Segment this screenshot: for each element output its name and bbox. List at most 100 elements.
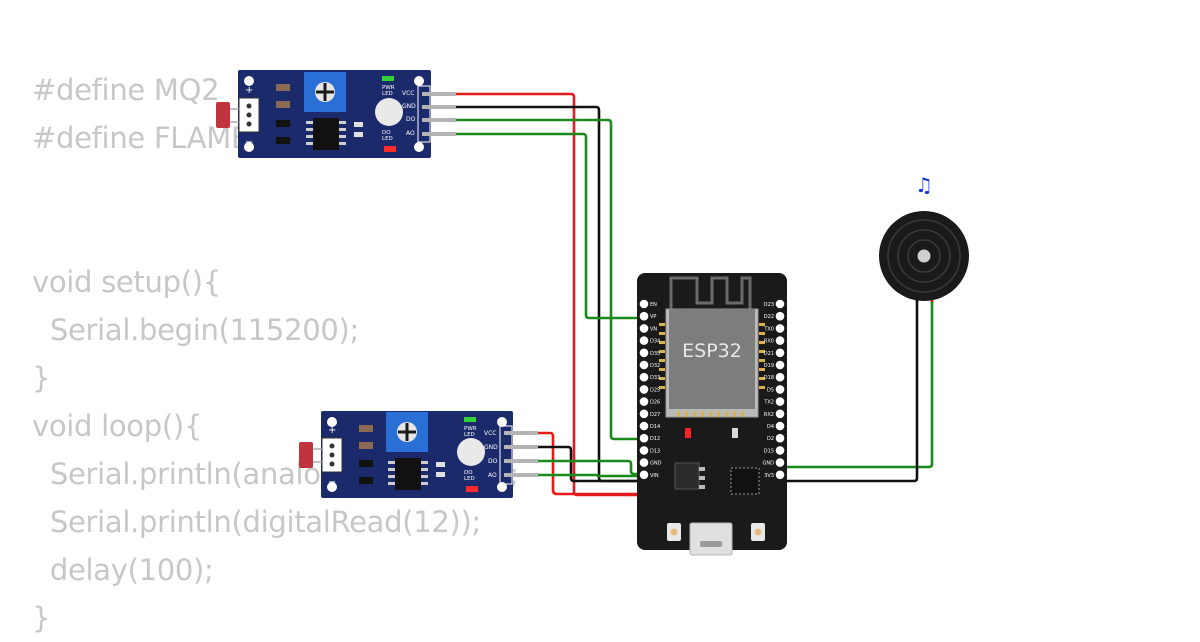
esp32-pin-label: D2 (767, 436, 774, 442)
esp32-pin-left-d34[interactable] (639, 336, 649, 345)
esp32-pin-left-d26[interactable] (639, 397, 649, 406)
left-pin-header: ENVPVND34D35D32D33D25D26D27D14D12D13GNDV… (639, 299, 662, 480)
esp32-pin-label: 3V3 (764, 473, 774, 479)
esp32-pin-left-en[interactable] (639, 299, 649, 309)
esp32-pin-label: D32 (650, 363, 660, 369)
header-pin-vcc[interactable] (504, 431, 538, 435)
code-line: } (32, 601, 51, 635)
pwr-led (382, 76, 394, 81)
esp32-pin-left-vp[interactable] (639, 311, 649, 321)
wire-bottom-do[interactable] (538, 459, 644, 476)
esp32-pin-left-d12[interactable] (639, 433, 649, 443)
esp32-pin-label: D26 (650, 400, 660, 406)
right-pin-header: D23D22TX0RX0D21D19D18D5TX2RX2D4D2D15GND3… (763, 299, 785, 480)
pin-label-do: DO (406, 116, 416, 123)
music-note-icon: ♫ (915, 173, 933, 197)
esp32-pin-label: D34 (650, 339, 660, 345)
esp32-pin-left-vn[interactable] (639, 324, 649, 333)
minus-label: − (245, 137, 253, 148)
header-pin-ao[interactable] (504, 473, 538, 477)
esp32-pin-label: RX0 (764, 339, 774, 345)
wire-buzzer-gnd[interactable] (780, 300, 919, 483)
header-pin-do[interactable] (422, 118, 456, 122)
esp32-pin-right-gnd[interactable] (775, 458, 785, 467)
esp32-pin-right-tx0[interactable] (775, 324, 785, 333)
antenna-trace (669, 276, 752, 313)
esp32-pin-right-rx2[interactable] (775, 409, 785, 419)
esp32-pin-label: D25 (650, 387, 660, 393)
esp32-pin-right-d4[interactable] (775, 421, 785, 431)
esp32-pin-right-d15[interactable] (775, 446, 785, 455)
esp32-pin-left-d27[interactable] (639, 409, 649, 419)
esp32-pin-left-d33[interactable] (639, 372, 649, 382)
esp32-pin-right-d23[interactable] (775, 299, 785, 309)
esp32-pin-left-d14[interactable] (639, 421, 649, 431)
esp32-pin-label: TX0 (763, 326, 774, 332)
esp32-pin-left-d13[interactable] (639, 446, 649, 455)
esp32-pin-label: D35 (650, 351, 660, 357)
plus-label: + (328, 425, 336, 436)
esp32-pin-left-d25[interactable] (639, 385, 649, 394)
esp32-pin-label: D13 (650, 448, 660, 454)
esp32-pin-right-d21[interactable] (775, 348, 785, 358)
esp32-pin-label: D19 (764, 363, 774, 369)
header-pin-ao[interactable] (422, 132, 456, 136)
plus-label: + (245, 85, 253, 96)
usb-uart-chip (730, 467, 760, 495)
code-line: } (32, 361, 51, 395)
esp32-pin-right-tx2[interactable] (775, 397, 785, 406)
pin-label-vcc: VCC (402, 90, 414, 97)
pin-label-ao: AO (406, 130, 415, 137)
header-pin-do[interactable] (504, 459, 538, 463)
pin-label-gnd: GND (402, 103, 416, 110)
wire-bottom-vcc[interactable] (538, 431, 644, 496)
esp32-pin-left-gnd[interactable] (639, 458, 649, 467)
esp32-pin-right-d2[interactable] (775, 433, 785, 443)
esp32-pin-label: D21 (764, 351, 774, 357)
esp32-pin-right-3v3[interactable] (775, 470, 785, 480)
code-line: Serial.begin(115200); (32, 313, 360, 347)
photodiode (216, 102, 230, 128)
header-pin-gnd[interactable] (422, 105, 456, 109)
esp32-pin-right-d5[interactable] (775, 385, 785, 394)
code-line: #define MQ2 (32, 73, 220, 107)
esp32-pin-left-vin[interactable] (639, 470, 649, 480)
pin-label-vcc: VCC (484, 430, 496, 437)
esp32-pin-left-d35[interactable] (639, 348, 649, 358)
esp32-pin-label: VP (650, 314, 656, 320)
esp32-pin-right-rx0[interactable] (775, 336, 785, 345)
code-line: Serial.println(digitalRead(12)); (32, 505, 482, 539)
esp32-pin-right-d19[interactable] (775, 360, 785, 370)
esp32-pin-left-d32[interactable] (639, 360, 649, 370)
esp32-pin-right-d22[interactable] (775, 311, 785, 321)
header-pin-vcc[interactable] (422, 92, 456, 96)
esp32-pin-label: RX2 (764, 412, 774, 418)
esp32-pin-label: TX2 (763, 400, 774, 406)
piezo-buzzer[interactable]: ♫ (879, 173, 969, 302)
esp32-pin-label: D5 (767, 387, 774, 393)
pwr-led (464, 417, 476, 422)
esp32-pin-label: GND (650, 461, 662, 467)
esp32-pin-label: D14 (650, 424, 660, 430)
code-line: delay(100); (32, 553, 214, 587)
header-pin-gnd[interactable] (504, 445, 538, 449)
esp32-pin-label: D4 (767, 424, 774, 430)
wire-buzzer-signal[interactable] (780, 300, 934, 469)
esp32-pin-right-d18[interactable] (775, 372, 785, 382)
wire-top-ao[interactable] (455, 132, 644, 320)
wire-bottom-gnd[interactable] (538, 445, 644, 483)
esp32-shield (669, 309, 755, 409)
wire-top-do[interactable] (455, 118, 644, 441)
micro-usb-port[interactable] (689, 522, 733, 556)
photodiode (299, 442, 313, 468)
wire-bottom-ao[interactable] (538, 473, 644, 478)
esp32-pin-label: VIN (650, 473, 659, 479)
